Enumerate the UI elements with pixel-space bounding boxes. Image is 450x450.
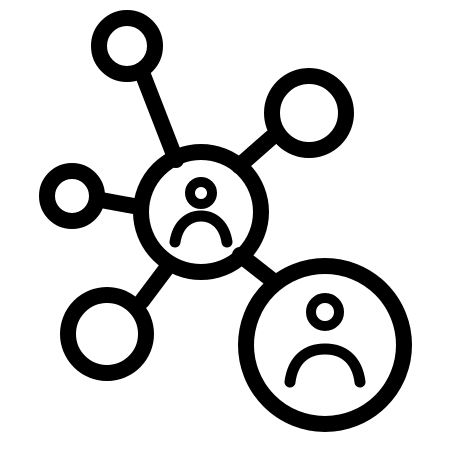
large-person-body: [284, 343, 366, 388]
center-person-body: [169, 210, 233, 248]
node-top-right: [264, 68, 354, 158]
node-top-left: [91, 10, 163, 82]
node-center-person: [133, 144, 269, 280]
node-large-person: [238, 258, 412, 432]
node-bottom-left: [60, 287, 154, 381]
large-person-head: [306, 293, 344, 331]
connector-line-top: [135, 67, 184, 168]
connector-line-bottom-left: [134, 261, 174, 309]
connector-line-left: [93, 192, 147, 215]
node-left: [39, 163, 105, 229]
center-person-head: [185, 177, 217, 209]
